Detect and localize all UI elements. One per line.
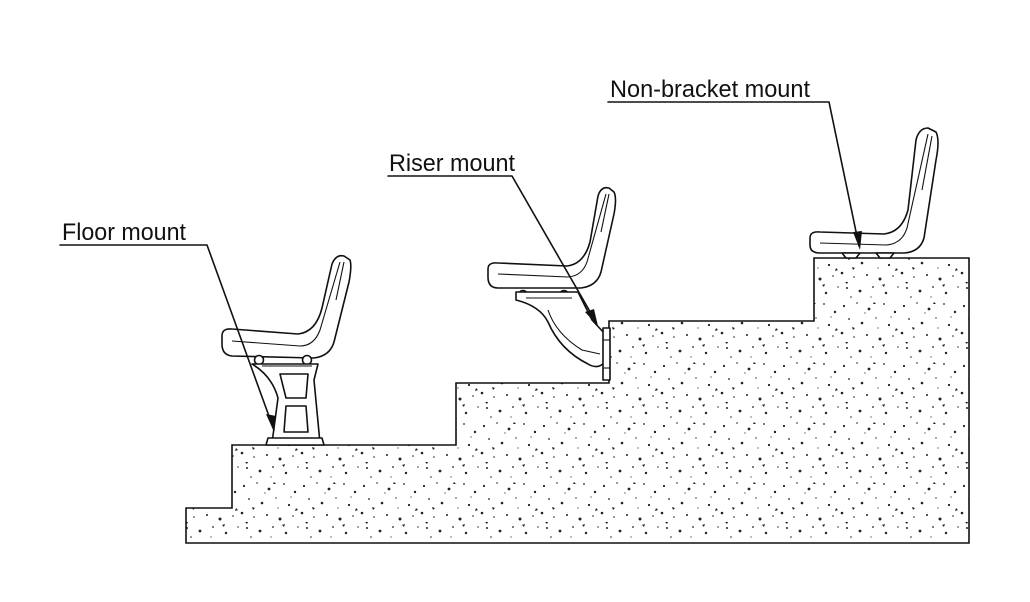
floor-mount-seat — [221, 254, 352, 446]
leader-lines — [59, 101, 862, 432]
non-bracket-mount-label: Non-bracket mount — [610, 76, 810, 103]
non-bracket-mount-seat — [809, 127, 939, 259]
riser-mount-seat — [487, 186, 617, 381]
floor-mount-label: Floor mount — [62, 219, 186, 246]
concrete-terrace — [185, 257, 970, 544]
riser-mount-label: Riser mount — [389, 150, 515, 177]
